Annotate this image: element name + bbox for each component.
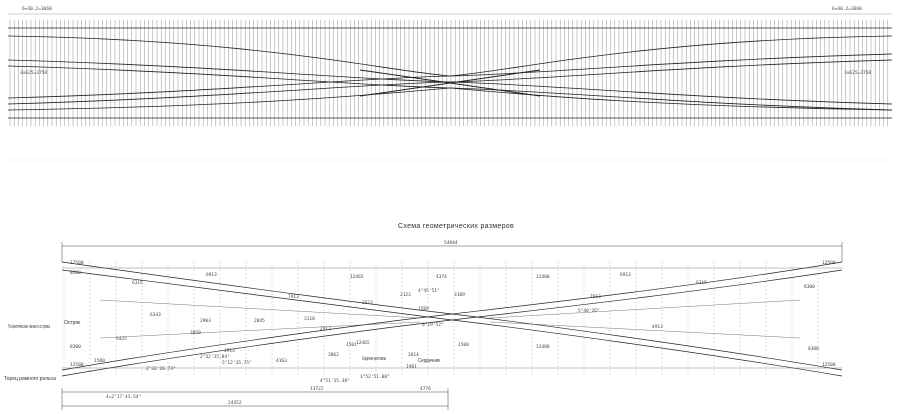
dim-seg-c-r: 7913	[590, 294, 601, 300]
rail-lines	[7, 27, 893, 119]
dim-seg-a: 8300	[70, 270, 81, 276]
dim-seg-j: 2913	[320, 326, 331, 332]
dim-seg-w: 3109	[454, 292, 465, 298]
dim-seg-g: 1500	[94, 358, 105, 364]
dim-seg-h: 2983	[200, 318, 211, 324]
dim-half-right: 4776	[420, 386, 431, 392]
dim-seg-y: 2123	[400, 292, 411, 298]
dim-seg-i-b: 12480	[536, 344, 550, 350]
top-mid-left: 3x625=3750	[20, 70, 47, 76]
track-1	[61, 261, 843, 371]
dim-rail-top-right: 12500	[822, 260, 836, 266]
dim-seg-p: 6343	[150, 312, 161, 318]
dim-rail-mid: 12465	[350, 274, 364, 280]
guide-4	[489, 321, 801, 339]
label-crossing-right: Сердечник	[418, 358, 441, 364]
dim-seg-c: 7913	[288, 294, 299, 300]
dim-seg-x: 1509	[418, 306, 429, 312]
angle-6: 4°45'51"	[418, 288, 440, 294]
scheme-title: Схема геометрических размеров	[398, 223, 514, 230]
track-2	[61, 261, 843, 371]
dim-seg-u: 1981	[406, 364, 417, 370]
angle-5: 1°52'51.00"	[360, 374, 390, 380]
dim-seg-o: 4913	[224, 348, 235, 354]
dim-seg-i: 12480	[536, 274, 550, 280]
dim-rail-top-left: 12500	[70, 260, 84, 266]
track-3	[61, 269, 843, 377]
top-end-right: 6+30.2=3660	[832, 6, 862, 12]
dim-rail-bot-right: 12500	[822, 362, 836, 368]
dim-seg-e: 6913	[206, 272, 217, 278]
dim-seg-r: 8300	[70, 344, 81, 350]
dim-seg-l: 3110	[304, 316, 315, 322]
dim-seg-s: 3862	[328, 352, 339, 358]
dim-seg-f: 4374	[436, 274, 447, 280]
angle-2: 2°32'26.73"	[146, 366, 176, 372]
dim-seg-d: 2623	[362, 300, 373, 306]
angle-1: 2°32'35.84"	[200, 354, 230, 360]
dim-seg-n: 2845	[254, 318, 265, 324]
angle-8: 6°19'52"	[422, 322, 444, 328]
overall-length: 54944	[444, 240, 458, 246]
track-4	[61, 269, 843, 377]
scheme-lines	[61, 261, 843, 377]
dim-seg-e-r: 6913	[620, 272, 631, 278]
rail-inner-2	[449, 35, 893, 77]
rail-inner-1	[7, 35, 451, 77]
guide-1	[99, 299, 421, 319]
sleepers	[9, 20, 888, 126]
label-theoretical-start: Теоретическое начало остряка	[8, 324, 50, 330]
guide-2	[99, 321, 421, 339]
dim-seg-v: 4163	[276, 358, 287, 364]
lower-dims	[61, 388, 449, 410]
guide-3	[489, 299, 801, 319]
angle-9: 4=2°17'41.54"	[106, 394, 141, 400]
label-crossing-left: Сердечник крестовины	[362, 356, 386, 362]
vertical-ticks	[63, 262, 819, 376]
angle-7: 5°40'26"	[578, 308, 600, 314]
rail-inner-4	[449, 87, 893, 111]
top-mid-right: 3x625=3750	[844, 70, 871, 76]
dim-seg-o-r: 4913	[652, 324, 663, 330]
label-rail-end: Торец рамного рельса	[4, 376, 56, 382]
dim-seg-k: 1508	[458, 342, 469, 348]
dim-half-left: 24452	[228, 400, 242, 406]
dim-rail-mid-b: 12465	[356, 340, 370, 346]
sleeper-plan: 6+30.2=3660 6+30.2=3660 3x625=3750 3x625…	[7, 6, 893, 161]
dim-seg-m: 1501	[346, 342, 357, 348]
dim-rail-bot-left: 12500	[70, 362, 84, 368]
dim-seg-z: 3050	[190, 330, 201, 336]
overall-dimension	[61, 242, 843, 262]
angle-4: 4°51'35.38"	[320, 378, 350, 384]
dim-seg-q: 5425	[116, 336, 127, 342]
rail-inner-3	[7, 87, 451, 111]
dim-sub-left: 13722	[310, 386, 324, 392]
dim-seg-a-r: 8300	[804, 284, 815, 290]
label-ostryak: Остряк	[64, 320, 81, 326]
top-end-left: 6+30.2=3660	[22, 6, 52, 12]
rail-cross-b	[7, 59, 893, 105]
crossing-x-2	[359, 69, 541, 97]
angle-3: 5°12'35.75"	[222, 360, 252, 366]
dim-seg-b: 6315	[132, 280, 143, 286]
dim-seg-r-r: 8300	[808, 346, 819, 352]
dim-seg-b-r: 6315	[696, 280, 707, 286]
dim-seg-t: 2614	[408, 352, 419, 358]
